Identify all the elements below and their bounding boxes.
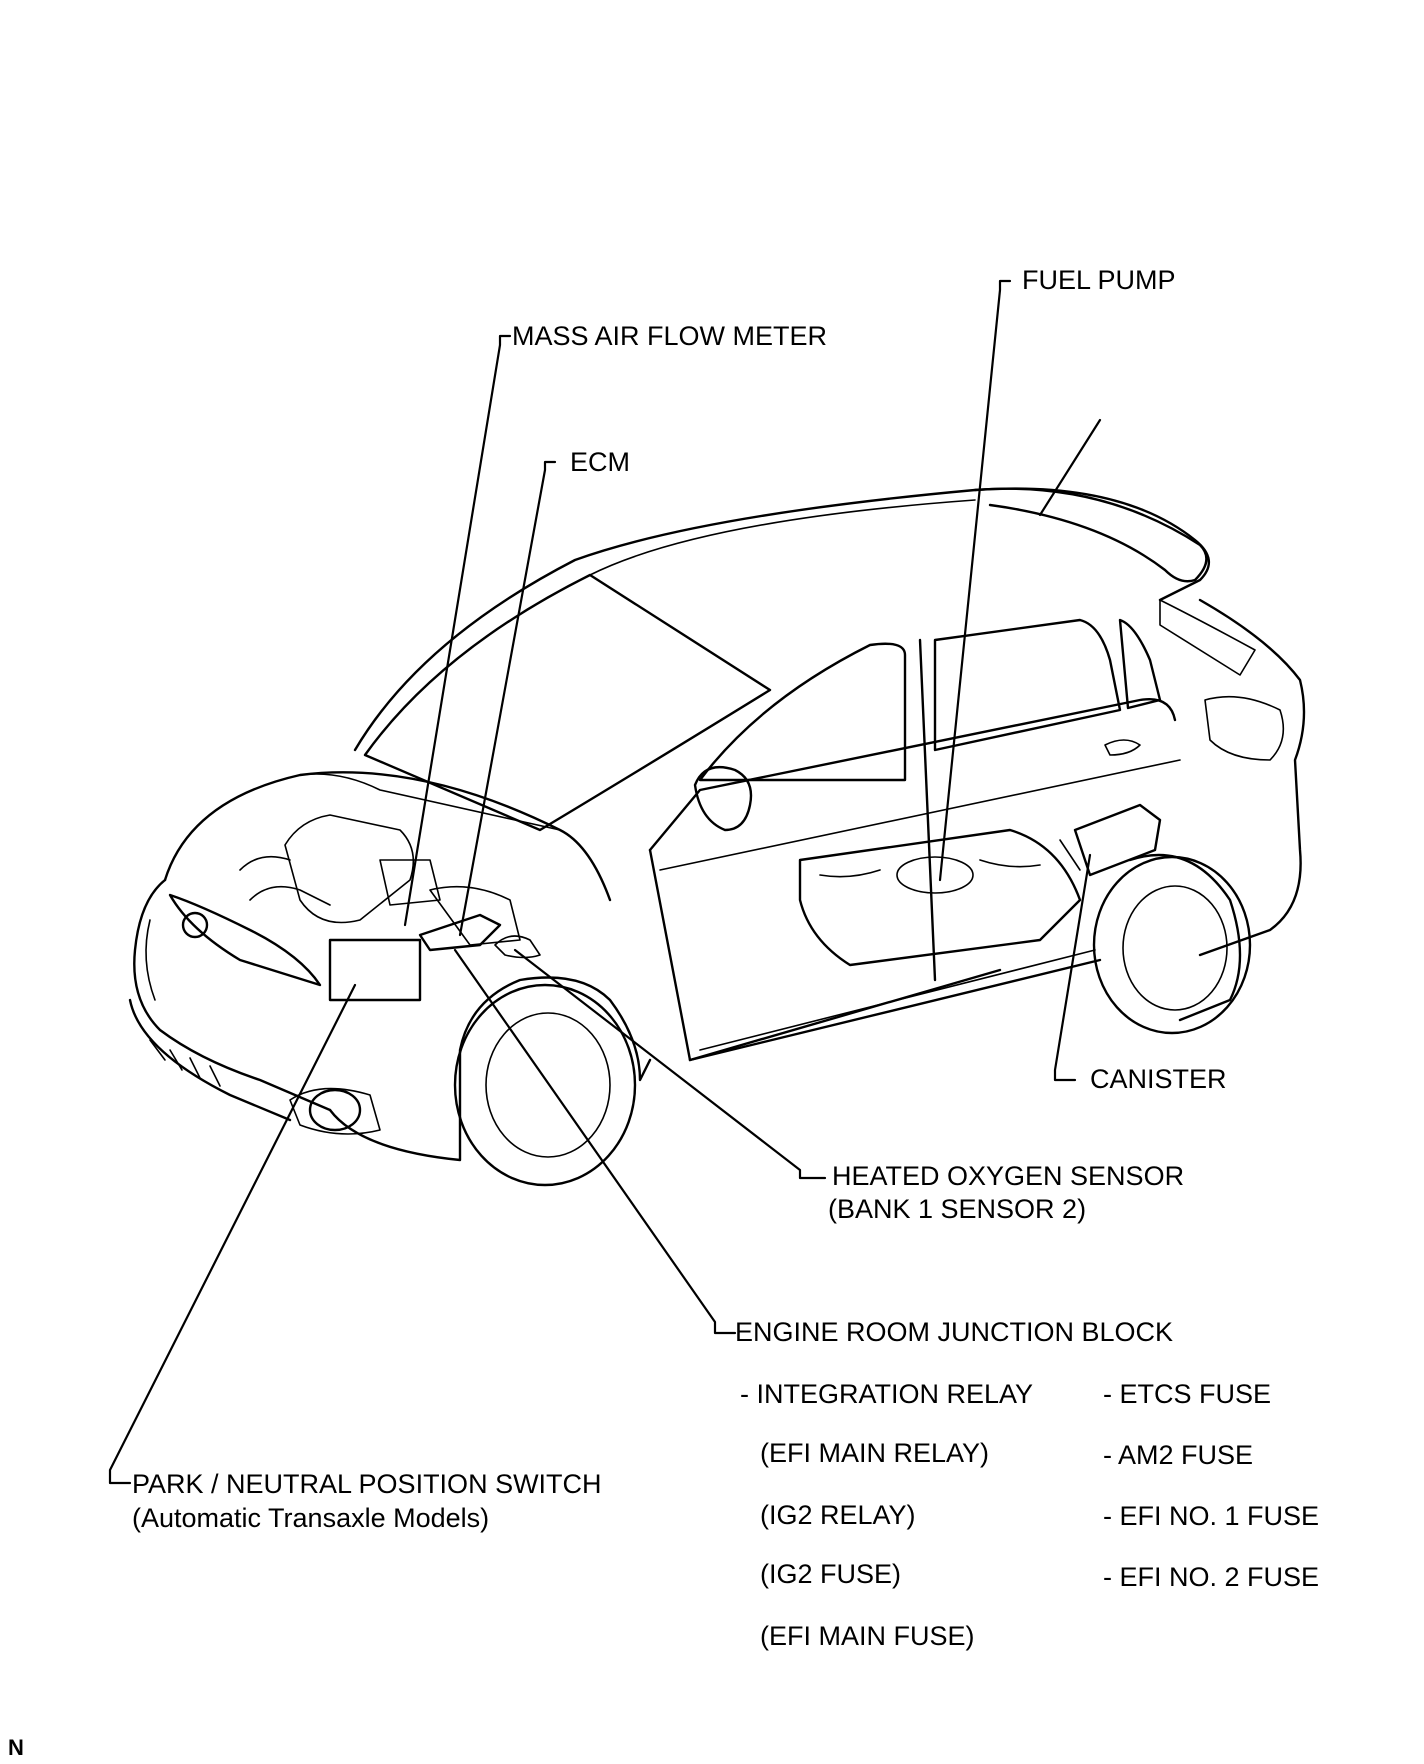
battery: [328, 938, 422, 1002]
front-door-window: [698, 642, 907, 782]
rear-door-window: [933, 618, 1122, 752]
leader-fuel-pump: [938, 279, 1012, 882]
junction-item-efi-no1-fuse: - EFI NO. 1 FUSE: [1103, 1501, 1320, 1531]
rear-spoiler: [973, 487, 1208, 583]
junction-item-ig2-fuse: (IG2 FUSE): [760, 1559, 902, 1589]
leader-park-neutral-switch: [108, 983, 357, 1485]
windshield: [363, 573, 772, 832]
rear-wheel: [1092, 855, 1252, 1035]
roof-outline: [353, 487, 1210, 752]
leader-heated-oxygen-sensor: [513, 948, 827, 1180]
quarter-window: [1118, 618, 1162, 710]
label-heated-oxygen-sensor: HEATED OXYGEN SENSOR: [832, 1161, 1185, 1191]
junction-item-am2-fuse: - AM2 FUSE: [1103, 1440, 1254, 1470]
label-mass-air-flow-meter: MASS AIR FLOW METER: [512, 321, 828, 351]
figure-code: N: [8, 1735, 24, 1760]
leader-lines: [108, 279, 1102, 1485]
label-engine-room-junction-block: ENGINE ROOM JUNCTION BLOCK: [735, 1317, 1174, 1347]
label-park-neutral-switch-note: (Automatic Transaxle Models): [132, 1503, 490, 1533]
headlight: [168, 893, 322, 987]
label-canister: CANISTER: [1090, 1064, 1227, 1094]
car-illustration: [128, 487, 1306, 1187]
junction-item-efi-main-relay: (EFI MAIN RELAY): [760, 1438, 990, 1468]
junction-item-ig2-relay: (IG2 RELAY): [760, 1500, 916, 1530]
hood: [163, 771, 612, 902]
fuel-tank: [798, 828, 1082, 967]
leader-engine-room-junction-block: [453, 948, 737, 1335]
junction-item-efi-no2-fuse: - EFI NO. 2 FUSE: [1103, 1562, 1320, 1592]
leader-ecm: [458, 460, 557, 937]
leader-mass-air-flow-meter: [403, 334, 512, 927]
front-fascia: [133, 878, 332, 1112]
leader-rear-spoiler: [1038, 418, 1102, 517]
side-mirror: [693, 765, 753, 832]
front-wheel: [453, 983, 637, 1187]
junction-item-efi-main-fuse: (EFI MAIN FUSE): [760, 1621, 975, 1651]
fog-lamp: [308, 1088, 362, 1132]
junction-item-etcs-fuse: - ETCS FUSE: [1103, 1379, 1272, 1409]
engine-room-junction-block: [418, 913, 502, 952]
junction-item-integration-relay: - INTEGRATION RELAY: [740, 1379, 1034, 1409]
label-fuel-pump: FUEL PUMP: [1022, 265, 1176, 295]
label-park-neutral-switch: PARK / NEUTRAL POSITION SWITCH: [132, 1469, 602, 1499]
label-heated-oxygen-sensor-bank: (BANK 1 SENSOR 2): [828, 1194, 1087, 1224]
leader-canister: [1053, 853, 1092, 1082]
label-ecm: ECM: [570, 447, 630, 477]
